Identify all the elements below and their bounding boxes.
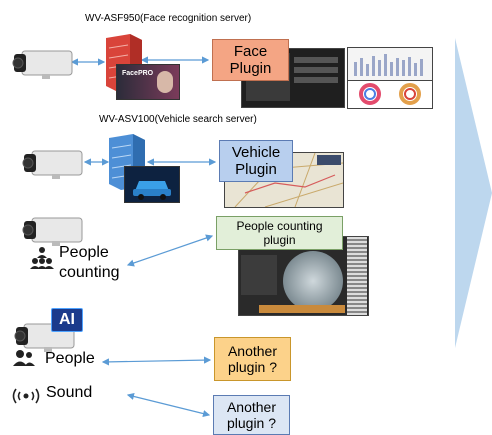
facepro-logo: FacePRO [122,70,154,77]
ai-badge: AI [51,308,83,332]
another1-line1: Another [227,342,278,359]
vehicle-plugin-line1: Vehicle [231,143,281,161]
vehicle-thumbnail [124,166,180,203]
arrow-sound-another [126,392,211,418]
face-plugin-line2: Plugin [229,60,272,77]
arrow-people-another [101,356,212,366]
sound-icon [12,388,40,404]
face-server-label: WV-ASF950(Face recognition server) [85,13,252,24]
camera-icon [12,50,73,79]
people-counting-line2: counting [59,264,120,281]
another1-line2: plugin ? [227,359,278,375]
flow-arrow [455,38,492,348]
people-label: People [45,350,95,367]
camera-icon [22,217,83,246]
face-screenshot-2 [347,47,433,81]
group-people-icon [30,247,54,269]
people-counting-label: People counting [59,243,120,283]
face-thumbnail [157,71,173,93]
vehicle-server-label: WV-ASV100(Vehicle search server) [99,114,257,125]
another2-line2: plugin ? [226,415,277,431]
people-counting-line1: People [59,244,109,261]
people-plugin-line2: plugin [263,233,296,247]
sound-label: Sound [46,384,93,401]
face-screenshot-3 [347,80,433,109]
people-icon [13,350,35,366]
vehicle-plugin-line2: Plugin [235,161,277,178]
camera-icon [22,150,83,179]
facepro-box: FacePRO [116,64,180,100]
face-plugin-line1: Face [233,42,268,60]
another2-line1: Another [226,398,277,415]
people-plugin-line1: People counting [236,218,323,233]
arrow-people-counting [126,234,214,267]
